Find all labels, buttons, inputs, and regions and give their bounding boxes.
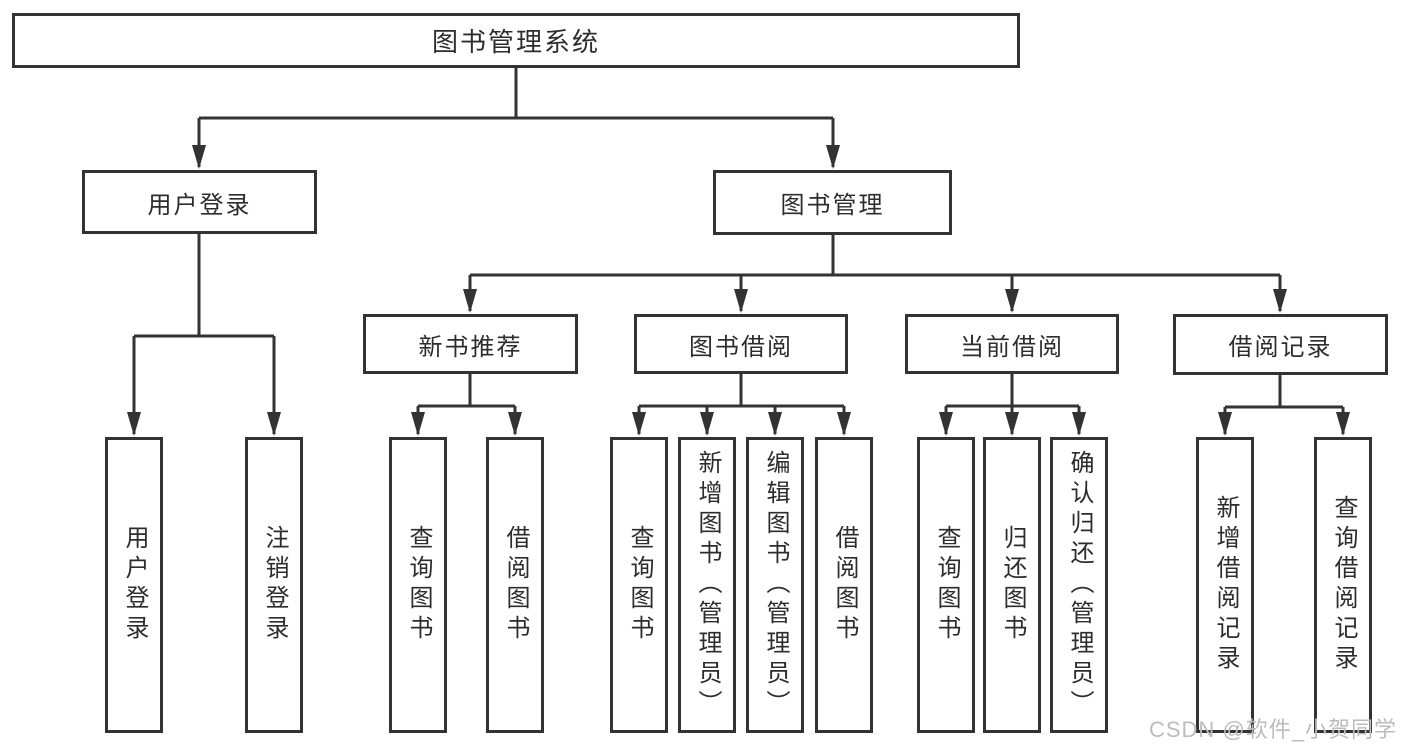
edges-new-book-recommend: [411, 374, 522, 436]
leaf-edit-books-admin: 编辑图书（管理员）: [746, 437, 804, 733]
leaf-query-books-borrow: 查询图书: [610, 437, 668, 733]
edges-current-borrow: [939, 374, 1086, 436]
leaf-logout: 注销登录: [245, 437, 303, 733]
node-current-borrow: 当前借阅: [905, 314, 1119, 374]
leaf-borrow-books: 借阅图书: [815, 437, 873, 733]
leaf-add-books-admin: 新增图书（管理员）: [678, 437, 736, 733]
node-borrow-records: 借阅记录: [1173, 314, 1388, 375]
leaf-user-login: 用户登录: [105, 437, 163, 733]
csdn-watermark: CSDN @软件_小贺同学: [1148, 717, 1397, 742]
leaf-borrow-books-recommend: 借阅图书: [486, 437, 544, 733]
node-book-management: 图书管理: [713, 170, 952, 235]
edges-borrow-records: [1218, 375, 1350, 436]
leaf-return-books: 归还图书: [983, 437, 1041, 733]
node-book-borrow: 图书借阅: [634, 314, 848, 374]
edges-user-login: [127, 234, 281, 436]
node-new-book-recommend: 新书推荐: [363, 314, 578, 374]
leaf-query-books-current: 查询图书: [917, 437, 975, 733]
leaf-query-books-recommend: 查询图书: [389, 437, 447, 733]
edges-book-borrow: [632, 374, 851, 436]
leaf-confirm-return-admin: 确认归还（管理员）: [1050, 437, 1108, 733]
node-library-management-system: 图书管理系统: [12, 13, 1020, 68]
leaf-add-borrow-record: 新增借阅记录: [1196, 437, 1254, 733]
edges-book-management: [463, 235, 1287, 313]
edges-root: [192, 68, 840, 169]
leaf-query-borrow-record: 查询借阅记录: [1314, 437, 1372, 733]
node-user-login: 用户登录: [82, 170, 317, 234]
